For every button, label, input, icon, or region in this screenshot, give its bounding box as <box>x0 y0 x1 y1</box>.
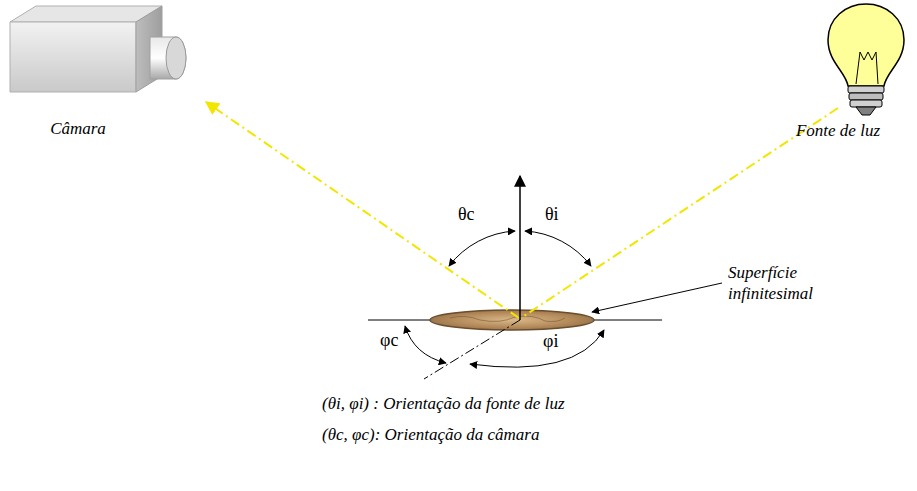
angle-label: φi <box>543 331 558 352</box>
surface-normal <box>519 176 521 320</box>
legend-note: (θi, φi) : Orientação da fonte de luz <box>322 393 565 414</box>
phi-i-arc <box>470 330 604 367</box>
theta-i-arc <box>525 231 591 266</box>
light-bulb-icon <box>828 4 904 115</box>
angle-label: θc <box>458 204 475 225</box>
azimuth-axis <box>424 320 520 379</box>
surface-label: Superfície infinitesimal <box>728 262 838 304</box>
phi-c-arc <box>405 326 446 363</box>
angle-label: φc <box>380 330 398 351</box>
camera-label: Câmara <box>50 118 106 139</box>
camera-icon <box>10 6 186 92</box>
leader-line <box>592 283 722 312</box>
incident-ray <box>521 108 838 318</box>
angle-label: θi <box>545 204 559 225</box>
legend-note: (θc, φc): Orientação da câmara <box>322 424 539 445</box>
theta-c-arc <box>449 231 515 266</box>
reflected-ray <box>206 102 519 318</box>
light-source-label: Fonte de luz <box>796 120 880 141</box>
